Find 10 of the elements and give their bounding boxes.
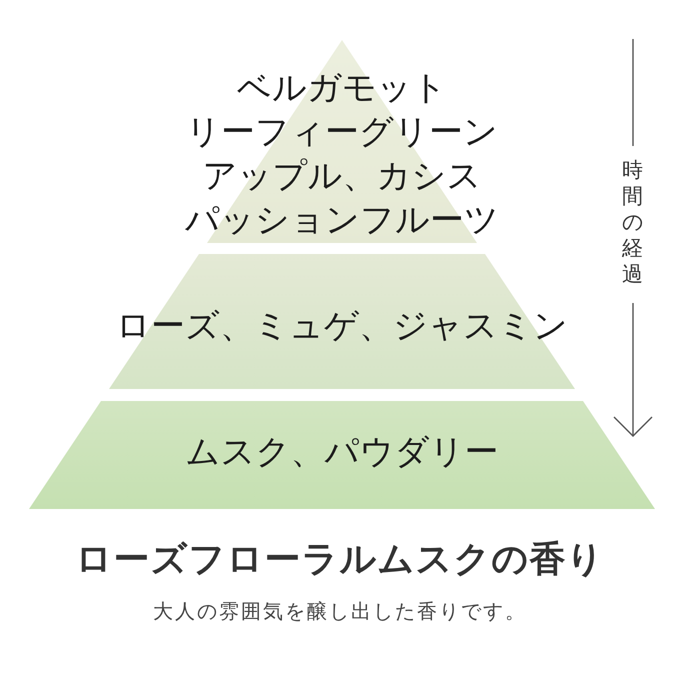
note-label: アップル、カシス [202,155,482,198]
time-label: 時間の経過 [622,157,643,287]
note-label: パッションフルーツ [185,199,499,242]
note-label: ムスク、パウダリー [186,431,498,474]
note-label: ローズ、ミュゲ、ジャスミン [116,305,568,348]
note-label: リーフィーグリーン [186,111,498,154]
title: ローズフローラルムスクの香り [76,538,604,582]
note-label: ベルガモット [237,67,447,110]
caption: 大人の雰囲気を醸し出した香りです。 [153,598,527,625]
pyramid-base-tier [29,401,655,509]
